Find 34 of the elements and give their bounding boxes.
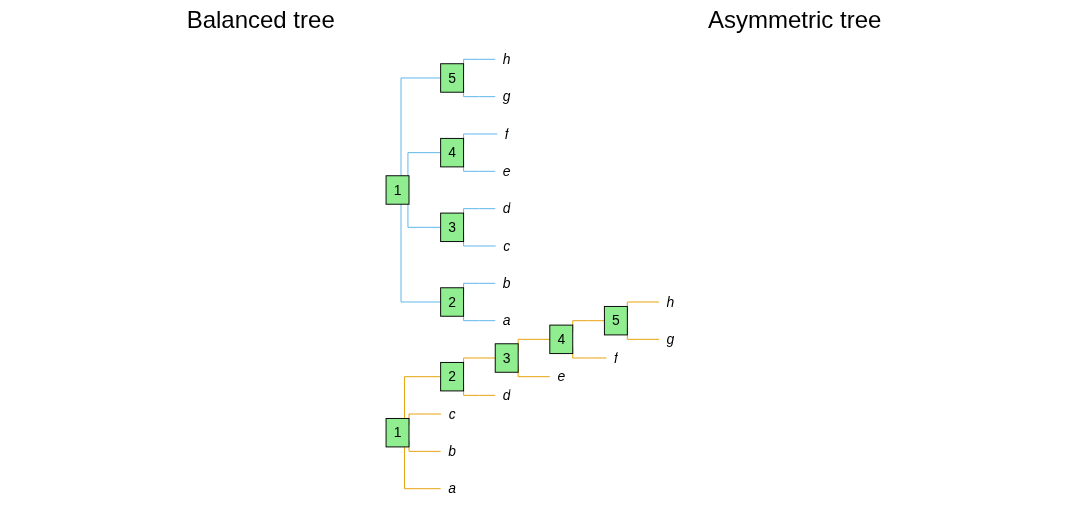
node-text: e xyxy=(502,163,511,180)
node-text: b xyxy=(502,275,511,292)
tree-title: Balanced tree xyxy=(186,6,335,34)
node-box: 5 xyxy=(603,305,628,336)
node-box: 2 xyxy=(440,361,465,392)
node-text: b xyxy=(448,443,456,460)
node-text: h xyxy=(666,294,675,310)
node-box: 1 xyxy=(385,417,410,448)
connector xyxy=(404,446,442,490)
node-box: 1 xyxy=(385,175,410,205)
node-text: f xyxy=(613,350,618,366)
node-text: c xyxy=(448,406,456,422)
connector xyxy=(407,203,442,228)
connector xyxy=(407,152,442,177)
connector xyxy=(400,77,442,177)
connector xyxy=(400,203,442,303)
connector xyxy=(404,376,442,419)
node-text: d xyxy=(502,387,511,404)
node-text: a xyxy=(502,312,511,329)
node-text: a xyxy=(448,480,456,497)
node-box: 2 xyxy=(440,287,465,317)
node-text: h xyxy=(502,51,511,68)
tree-title: Asymmetric tree xyxy=(708,6,882,34)
node-box: 4 xyxy=(440,137,465,168)
node-text: e xyxy=(557,368,566,385)
node-text: g xyxy=(666,331,675,348)
node-box: 4 xyxy=(549,324,574,355)
node-text: d xyxy=(502,200,511,217)
node-text: c xyxy=(503,238,511,254)
node-text: f xyxy=(504,126,509,142)
node-box: 5 xyxy=(440,63,465,93)
node-box: 3 xyxy=(494,343,519,373)
node-text: g xyxy=(502,88,511,105)
node-box: 3 xyxy=(440,212,465,243)
